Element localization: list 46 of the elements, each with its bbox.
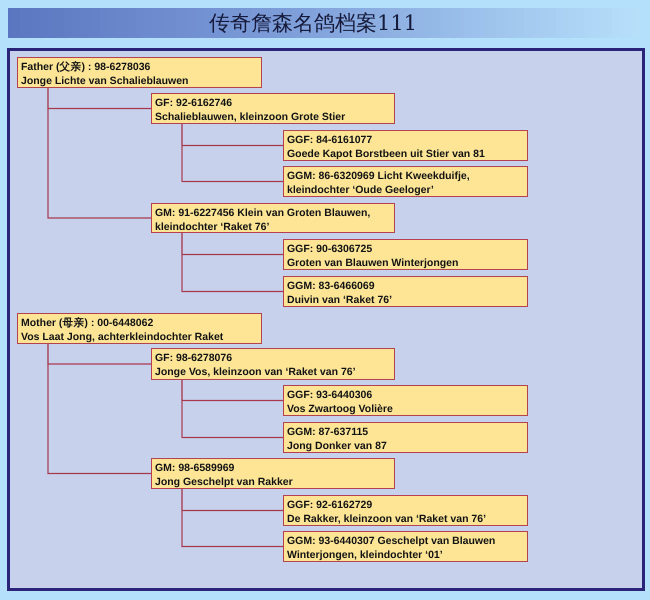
pedigree-name: Groten van Blauwen Winterjongen bbox=[287, 256, 458, 270]
pedigree-box bbox=[283, 166, 528, 197]
pedigree-box bbox=[17, 313, 262, 344]
pedigree-entry: GM: 91-6227456 Klein van Groten Blauwen, kleindochter ‘Raket 76’ bbox=[155, 206, 372, 234]
pedigree-heading: GF: 92-6162746 bbox=[155, 96, 232, 110]
pedigree-heading: Mother (母亲) : 00-6448062 bbox=[21, 316, 154, 330]
pedigree-heading: GGM: 87-637115 bbox=[287, 425, 368, 439]
pedigree-name: De Rakker, kleinzoon van ‘Raket van 76’ bbox=[287, 512, 486, 526]
pedigree-heading: GM: 98-6589969 bbox=[155, 461, 234, 475]
pedigree-heading: GF: 98-6278076 bbox=[155, 351, 232, 365]
pedigree-box bbox=[151, 348, 395, 380]
pedigree-heading: GGF: 93-6440306 bbox=[287, 388, 372, 402]
connector-line bbox=[181, 380, 283, 438]
pedigree-box bbox=[283, 385, 528, 416]
connector-line bbox=[47, 344, 151, 474]
pedigree-entry: GGM: 93-6440307 Geschelpt van Blauwen Winterjongen, kleindochter ‘01’ bbox=[287, 534, 496, 562]
pedigree-box bbox=[151, 93, 395, 124]
connector-line bbox=[181, 124, 283, 182]
pedigree-name: Jong Geschelpt van Rakker bbox=[155, 475, 293, 489]
diagram-title: 传奇詹森名鸽档案111 bbox=[208, 10, 418, 36]
pedigree-name: Duivin van ‘Raket 76’ bbox=[287, 293, 392, 307]
pedigree-name: Jonge Vos, kleinzoon van ‘Raket van 76’ bbox=[155, 365, 356, 379]
pedigree-name: Jonge Lichte van Schalieblauwen bbox=[21, 74, 188, 88]
pedigree-heading: GGF: 84-6161077 bbox=[287, 133, 372, 147]
pedigree-heading: Father (父亲) : 98-6278036 bbox=[21, 60, 150, 74]
pedigree-name: Schalieblauwen, kleinzoon Grote Stier bbox=[155, 110, 346, 124]
pedigree-box bbox=[151, 203, 395, 233]
pedigree-box bbox=[283, 495, 528, 526]
connector-line bbox=[181, 233, 283, 292]
pedigree-name: Vos Zwartoog Volière bbox=[287, 402, 393, 416]
connector-line bbox=[181, 489, 283, 548]
pedigree-box bbox=[283, 130, 528, 161]
pedigree-box bbox=[17, 57, 262, 88]
pedigree-entry: GGM: 86-6320969 Licht Kweekduifje, kleindochter ‘Oude Geeloger’ bbox=[287, 169, 471, 197]
pedigree-heading: GGM: 83-6466069 bbox=[287, 279, 375, 293]
pedigree-box bbox=[283, 531, 528, 562]
pedigree-heading: GGF: 92-6162729 bbox=[287, 498, 372, 512]
pedigree-box bbox=[283, 239, 528, 270]
pedigree-box bbox=[283, 276, 528, 307]
connector-line bbox=[47, 88, 151, 219]
pedigree-name: Vos Laat Jong, achterkleindochter Raket bbox=[21, 330, 224, 344]
pedigree-name: Goede Kapot Borstbeen uit Stier van 81 bbox=[287, 147, 485, 161]
pedigree-heading: GGF: 90-6306725 bbox=[287, 242, 372, 256]
pedigree-name: Jong Donker van 87 bbox=[287, 439, 387, 453]
pedigree-box bbox=[283, 422, 528, 453]
pedigree-box bbox=[151, 458, 395, 489]
